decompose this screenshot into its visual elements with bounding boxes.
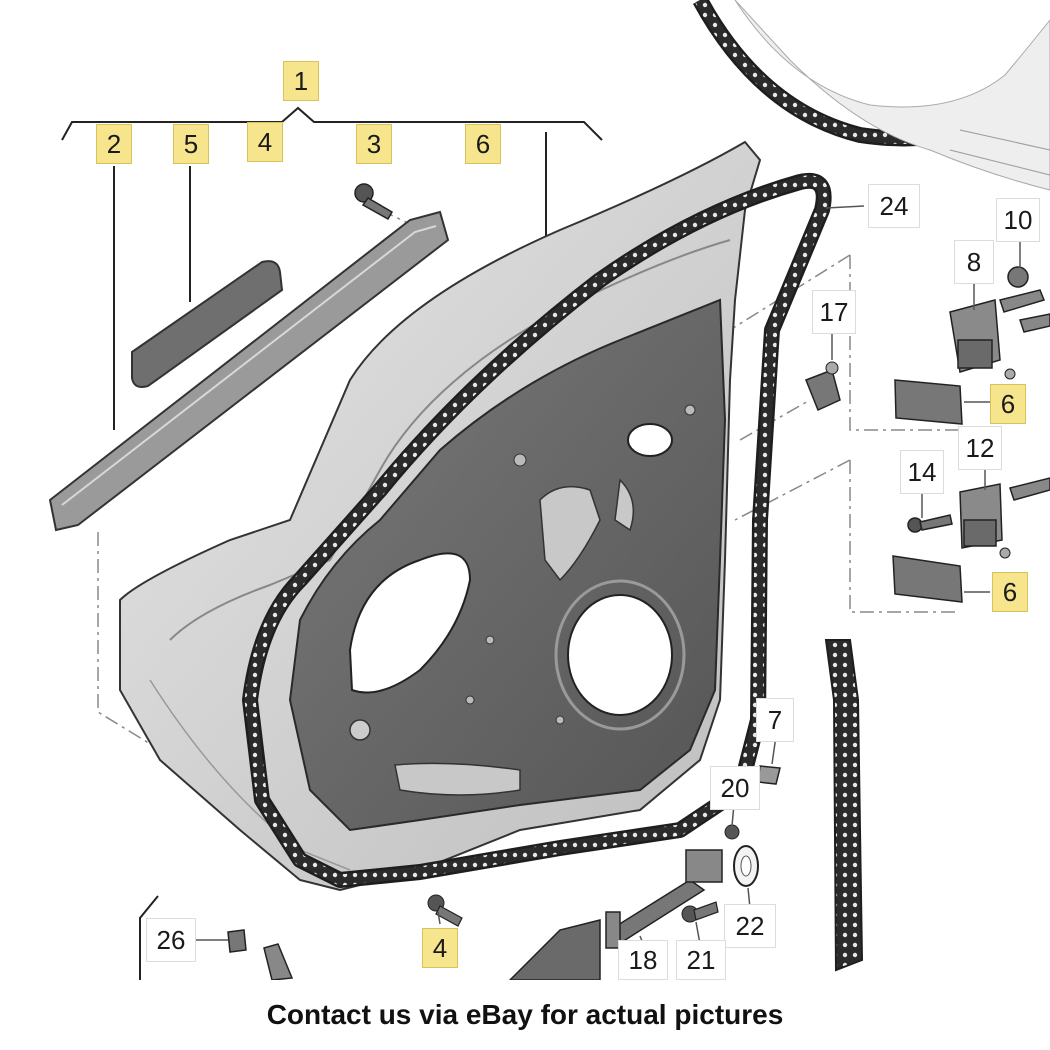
door-inner-panel [288, 298, 727, 832]
callout-18: 18 [618, 940, 668, 980]
clip-17 [805, 361, 841, 412]
hinge-lower [892, 477, 1050, 603]
callout-4-bottom: 4 [422, 928, 458, 968]
callout-20: 20 [710, 766, 760, 810]
callout-14: 14 [900, 450, 944, 494]
callout-3: 3 [356, 124, 392, 164]
callout-6-top: 6 [465, 124, 501, 164]
callout-6-low: 6 [992, 572, 1028, 612]
callout-21: 21 [676, 940, 726, 980]
callout-26: 26 [146, 918, 196, 962]
parts-diagram: 1 2 5 4 3 6 24 10 8 17 6 12 14 6 7 20 22… [48, 0, 1050, 980]
body-seal-top [692, 0, 1050, 191]
emblem-plate [131, 260, 284, 388]
trim-strip [48, 210, 450, 532]
callout-7: 7 [756, 698, 794, 742]
callout-17: 17 [812, 290, 856, 334]
vertical-seal-strip [824, 639, 864, 972]
callout-8: 8 [954, 240, 994, 284]
callout-22: 22 [724, 904, 776, 948]
lower-fasteners [139, 894, 601, 980]
door-exploded-view [48, 0, 1050, 980]
door-check [605, 824, 759, 949]
door-seal [242, 172, 832, 888]
callout-4-top: 4 [247, 122, 283, 162]
callout-5: 5 [173, 124, 209, 164]
hinge-upper [894, 266, 1050, 425]
callout-24: 24 [868, 184, 920, 228]
stud-7 [757, 765, 781, 785]
bolt-3 [354, 183, 394, 221]
callout-6-mid: 6 [990, 384, 1026, 424]
group-bracket [61, 106, 603, 430]
callout-2: 2 [96, 124, 132, 164]
callout-10: 10 [996, 198, 1040, 242]
callout-12: 12 [958, 426, 1002, 470]
callout-1: 1 [283, 61, 319, 101]
caption-text: Contact us via eBay for actual pictures [266, 999, 784, 1030]
